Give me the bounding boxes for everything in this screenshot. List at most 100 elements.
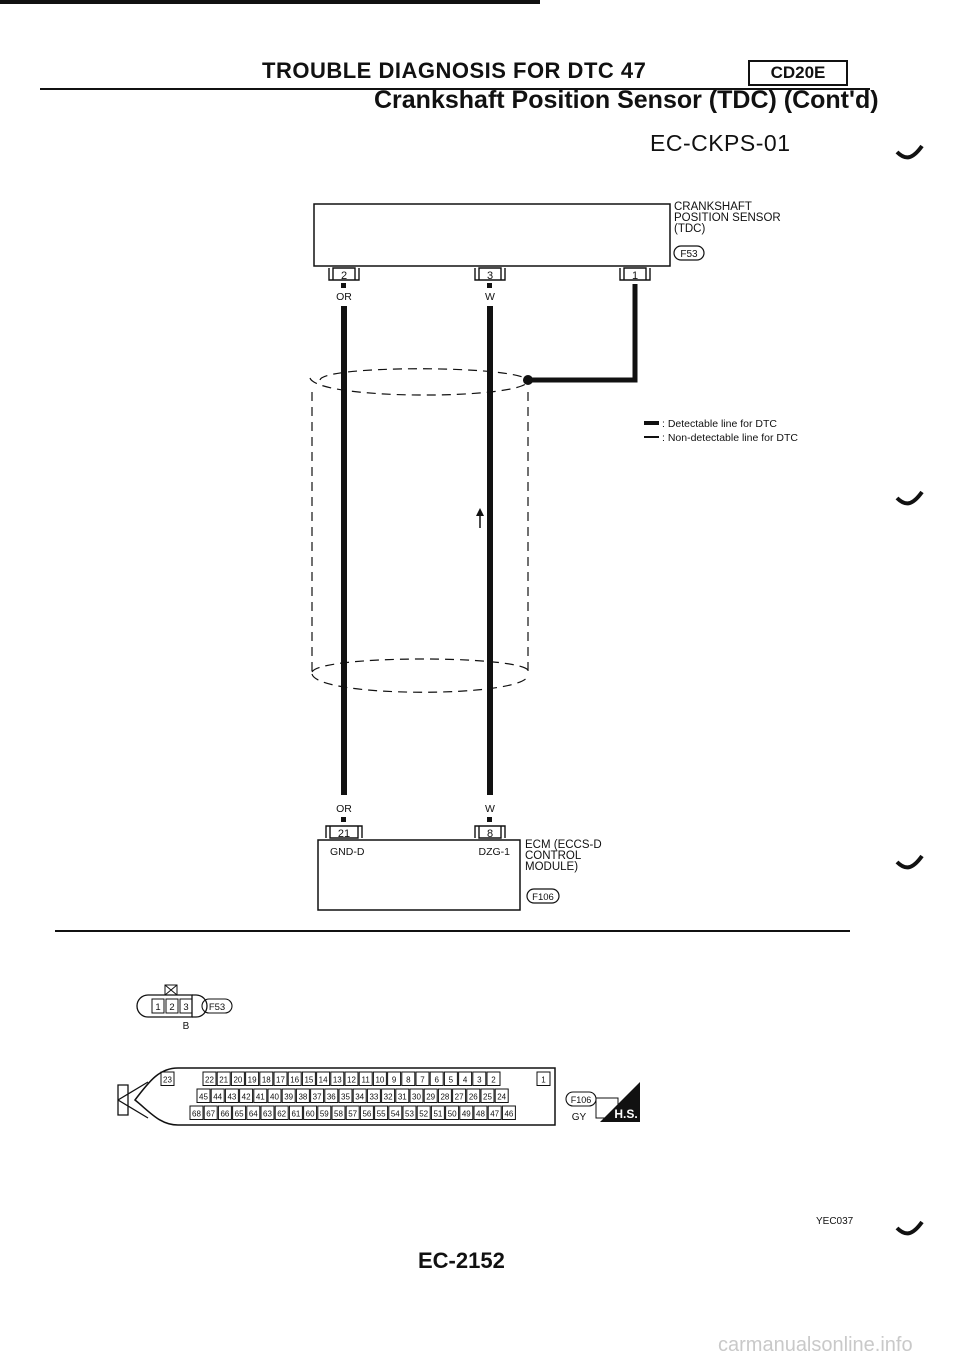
f106-pin-number: 43 — [227, 1093, 236, 1102]
f106-pin-cell — [295, 1088, 310, 1103]
sensor-terminal-number: 2 — [341, 270, 347, 282]
f106-pin-number: 44 — [213, 1093, 222, 1102]
sensor-terminals — [328, 267, 651, 281]
terminal-bracket — [619, 267, 651, 281]
check-mark-icon — [895, 490, 924, 506]
f106-pin-number: 65 — [235, 1110, 244, 1119]
wire-color-label: OR — [336, 803, 352, 815]
sensor-terminal-number: 1 — [632, 270, 638, 282]
f106-pin-cell — [331, 1105, 346, 1120]
f106-pin-cell — [224, 1088, 239, 1103]
f106-pin-cell — [429, 1071, 444, 1086]
ecm-name-line: MODULE) — [525, 861, 579, 873]
f106-pin-cell — [494, 1088, 509, 1103]
f106-pin-number: 11 — [362, 1076, 371, 1085]
f106-pin-cell — [416, 1105, 431, 1120]
page-title: TROUBLE DIAGNOSIS FOR DTC 47 — [262, 58, 647, 83]
f53-pin-cell — [165, 998, 179, 1014]
f106-pin-number: 56 — [362, 1110, 371, 1119]
ecm-terminal-number: 21 — [338, 828, 350, 840]
f106-pin-cell — [160, 1071, 175, 1086]
sensor-box — [313, 203, 671, 267]
f106-id-label: F106 — [571, 1095, 592, 1105]
f106-pin-number: 23 — [163, 1076, 172, 1085]
ecm-connector-tag — [526, 888, 560, 904]
f106-pin-number: 67 — [206, 1110, 215, 1119]
diagram-code: EC-CKPS-01 — [650, 130, 791, 156]
f106-pin-cell — [239, 1088, 254, 1103]
shield-top-back — [319, 368, 529, 381]
f53-id-tag — [201, 998, 233, 1014]
f106-pin-cell — [458, 1071, 473, 1086]
f53-id-label: F53 — [209, 1002, 225, 1013]
check-mark-icon — [895, 144, 924, 160]
ecm-box — [317, 839, 521, 911]
f106-pin-number: 41 — [256, 1093, 265, 1102]
f53-pin-cell — [151, 998, 165, 1014]
f106-pin-cell — [245, 1071, 260, 1086]
f106-pin-number: 49 — [462, 1110, 471, 1119]
wire-color-label: OR — [336, 291, 352, 303]
f106-pin-number: 47 — [490, 1110, 499, 1119]
f106-pin-number: 19 — [248, 1076, 257, 1085]
f106-pin-number: 40 — [270, 1093, 279, 1102]
hs-badge-triangle — [600, 1082, 640, 1122]
f106-pin-number: 7 — [420, 1076, 425, 1085]
f106-pin-number: 6 — [434, 1076, 439, 1085]
shield-drain-wire — [528, 284, 638, 383]
f106-pin-cell — [472, 1071, 487, 1086]
ecm-terminals — [325, 825, 506, 839]
wire-color-label: W — [485, 803, 495, 815]
f106-pin-number: 58 — [334, 1110, 343, 1119]
hs-badge-text: H.S. — [614, 1107, 637, 1121]
f106-pin-number: 2 — [491, 1076, 496, 1085]
f106-pin-number: 30 — [412, 1093, 421, 1102]
f106-pin-number: 15 — [304, 1076, 313, 1085]
f106-pin-cell — [196, 1088, 211, 1103]
ecm-terminal-label: GND-D — [330, 846, 365, 858]
f106-pin-number: 16 — [290, 1076, 299, 1085]
sensor-name-line: CRANKSHAFT — [674, 201, 752, 213]
ecm-name: ECM (ECCS-D CONTROL MODULE) — [525, 839, 602, 873]
section-rule — [55, 930, 850, 932]
page-subtitle: Crankshaft Position Sensor (TDC) (Cont'd… — [374, 86, 879, 114]
top-rule — [0, 0, 540, 4]
f106-pin-cell — [216, 1071, 231, 1086]
f106-pin-number: 62 — [277, 1110, 286, 1119]
f106-pin-cell — [536, 1071, 551, 1086]
f106-pin-cell — [452, 1088, 467, 1103]
sensor-name-line: (TDC) — [674, 223, 706, 235]
f106-pin-cell — [473, 1105, 488, 1120]
f106-pin-number: 60 — [306, 1110, 315, 1119]
f106-pin-number: 55 — [377, 1110, 386, 1119]
f106-pin-number: 35 — [341, 1093, 350, 1102]
model-badge: CD20E — [748, 60, 848, 86]
sensor-connector-label: F53 — [680, 249, 698, 260]
shield-bottom-back — [311, 658, 529, 673]
f106-pin-cell — [480, 1088, 495, 1103]
check-mark-icon — [895, 854, 924, 870]
f106-pin-cell — [486, 1071, 501, 1086]
ecm-connector-label: F106 — [532, 892, 554, 903]
f106-pin-number: 24 — [497, 1093, 506, 1102]
f106-pin-cell — [303, 1105, 318, 1120]
f106-pin-cell — [374, 1105, 389, 1120]
f106-pin-cell — [253, 1088, 268, 1103]
hs-badge: H.S. — [595, 1082, 640, 1122]
f106-pin-cell — [395, 1088, 410, 1103]
f106-color-label: GY — [572, 1112, 587, 1123]
f106-pin-cell — [230, 1071, 245, 1086]
f106-pin-number: 59 — [320, 1110, 329, 1119]
f106-pin-cell — [259, 1071, 274, 1086]
f106-pin-cell — [501, 1105, 516, 1120]
pin-marker — [341, 283, 346, 288]
f106-pin-cell — [217, 1105, 232, 1120]
f106-pin-cell — [402, 1105, 417, 1120]
f106-pin-cell — [301, 1071, 316, 1086]
f106-pin-number: 66 — [220, 1110, 229, 1119]
f106-pin-cell — [203, 1105, 218, 1120]
f106-pin-number: 50 — [448, 1110, 457, 1119]
f106-pin-cell — [310, 1088, 325, 1103]
hs-badge-frame — [595, 1097, 619, 1119]
